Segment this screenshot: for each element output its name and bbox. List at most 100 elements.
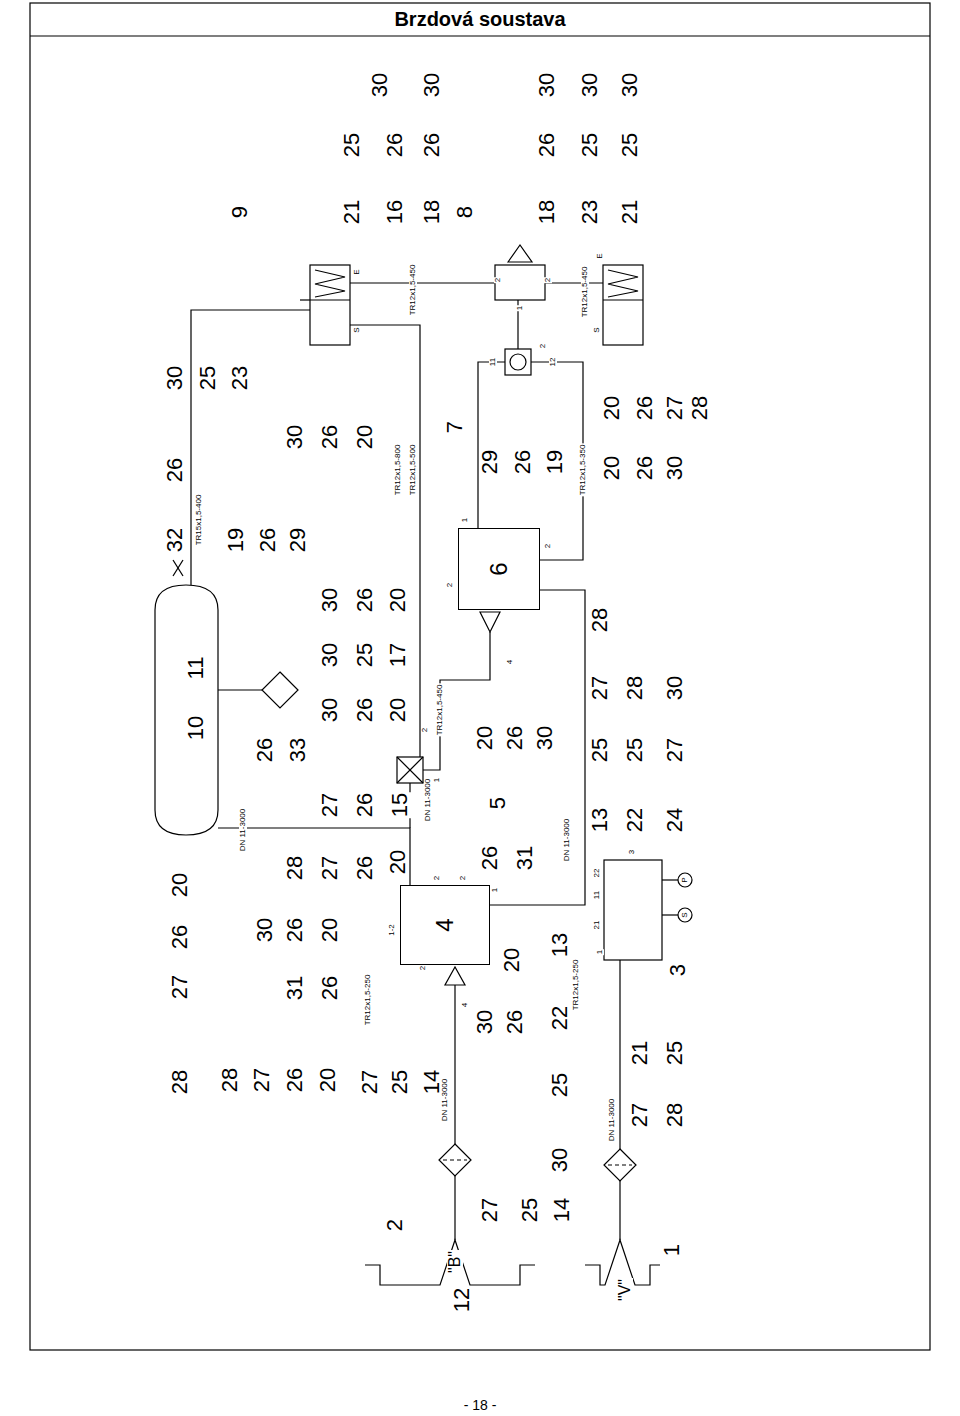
callout-number: 1 bbox=[661, 1243, 683, 1257]
callout-number: 27 bbox=[664, 737, 686, 763]
callout-number: 29 bbox=[479, 449, 501, 475]
filter-symbol bbox=[262, 672, 298, 708]
air-reservoir bbox=[155, 585, 218, 835]
pipe bbox=[478, 362, 505, 528]
callout-number: 25 bbox=[549, 1072, 571, 1098]
callout-number: 30 bbox=[664, 675, 686, 701]
pipe-annotation: S bbox=[593, 326, 601, 333]
pipe-annotation: 2 bbox=[539, 343, 547, 349]
callout-number: 20 bbox=[319, 917, 341, 943]
pipe-annotation: 2 bbox=[446, 582, 454, 588]
cylinder-divider bbox=[603, 299, 643, 300]
callout-number: 28 bbox=[169, 1069, 191, 1095]
callout-number: 20 bbox=[501, 947, 523, 973]
callout-number: 20 bbox=[169, 872, 191, 898]
pipe-annotation: TR12x1,5-350 bbox=[579, 444, 587, 497]
callout-number: 26 bbox=[421, 132, 443, 158]
pipe bbox=[662, 879, 678, 880]
pipe-annotation: E bbox=[596, 252, 604, 259]
callout-number: 12 bbox=[451, 1287, 473, 1313]
pipe bbox=[218, 689, 262, 690]
pipe-annotation: DN 11-3000 bbox=[424, 778, 432, 823]
callout-number: 21 bbox=[629, 1040, 651, 1066]
pipe-annotation: 3 bbox=[628, 849, 636, 855]
callout-number: 30 bbox=[319, 697, 341, 723]
callout-number: 8 bbox=[454, 205, 476, 219]
callout-number: 25 bbox=[664, 1040, 686, 1066]
pipe-annotation: TR12x1,5-250 bbox=[572, 959, 580, 1012]
callout-number: 18 bbox=[421, 199, 443, 225]
pipe-annotation: 1 bbox=[596, 949, 604, 955]
callout-number: 20 bbox=[601, 455, 623, 481]
callout-number: 28 bbox=[664, 1102, 686, 1128]
pipe-annotation: 2 bbox=[433, 875, 441, 881]
pipe-annotation: TR15x1,5-400 bbox=[195, 494, 203, 547]
filter-element bbox=[608, 1164, 632, 1165]
pipe-annotation: 2 bbox=[544, 543, 552, 549]
pipe-annotation: 2 bbox=[421, 727, 429, 733]
pipe-annotation: 11 bbox=[593, 890, 601, 900]
callout-number: 3 bbox=[667, 963, 689, 977]
component-number: 6 bbox=[487, 561, 511, 576]
pipe-annotation: 21 bbox=[593, 920, 601, 931]
callout-number: 19 bbox=[544, 449, 566, 475]
callout-number: 26 bbox=[284, 917, 306, 943]
cylinder-divider bbox=[310, 299, 350, 300]
pipe bbox=[454, 985, 455, 1144]
callout-number: "B" bbox=[447, 1250, 463, 1274]
callout-number: 25 bbox=[589, 737, 611, 763]
pipe-annotation: 1 bbox=[491, 887, 499, 893]
callout-number: 26 bbox=[384, 132, 406, 158]
pipe bbox=[662, 914, 678, 915]
pipe-annotation: TR12x1,5-450 bbox=[581, 266, 589, 319]
callout-number: 16 bbox=[384, 199, 406, 225]
callout-number: 26 bbox=[634, 395, 656, 421]
callout-number: 30 bbox=[534, 725, 556, 751]
pipe-annotation: S bbox=[681, 911, 689, 918]
callout-number: 25 bbox=[519, 1197, 541, 1223]
pipe-annotation: P bbox=[681, 876, 689, 883]
pipe-annotation: TR12x1,5-450 bbox=[436, 684, 444, 737]
callout-number: 27 bbox=[251, 1067, 273, 1093]
port-circle bbox=[678, 873, 692, 887]
callout-number: 20 bbox=[317, 1067, 339, 1093]
valve-box: 4 bbox=[400, 885, 490, 965]
callout-number: 27 bbox=[479, 1197, 501, 1223]
callout-number: 28 bbox=[689, 395, 711, 421]
callout-number: 27 bbox=[664, 395, 686, 421]
spring-brake-cylinder bbox=[603, 265, 643, 345]
callout-number: 9 bbox=[229, 205, 251, 219]
spring-symbol bbox=[608, 270, 638, 297]
callout-number: 27 bbox=[629, 1102, 651, 1128]
callout-number: 21 bbox=[341, 199, 363, 225]
callout-number: 5 bbox=[487, 796, 509, 810]
callout-number: 26 bbox=[354, 792, 376, 818]
callout-number: 26 bbox=[479, 845, 501, 871]
pipe-annotation: TR12x1,5-250 bbox=[364, 974, 372, 1027]
pipe-annotation: 22 bbox=[593, 868, 601, 879]
shuttle-valve-ball bbox=[510, 354, 526, 370]
callout-number: 30 bbox=[369, 72, 391, 98]
callout-number: 14 bbox=[551, 1197, 573, 1223]
valve-cross bbox=[173, 560, 183, 576]
callout-number: 30 bbox=[254, 917, 276, 943]
callout-number: 11 bbox=[185, 656, 207, 681]
valve-cross bbox=[173, 560, 183, 576]
callout-number: 30 bbox=[319, 587, 341, 613]
callout-number: 30 bbox=[536, 72, 558, 98]
valve-cross bbox=[397, 757, 423, 783]
callout-number: 14 bbox=[421, 1069, 443, 1095]
pipe-annotation: 2 bbox=[419, 965, 427, 971]
callout-number: 19 bbox=[225, 527, 247, 553]
callout-number: 20 bbox=[474, 725, 496, 751]
callout-number: 26 bbox=[284, 1067, 306, 1093]
callout-number: 20 bbox=[601, 395, 623, 421]
callout-number: 25 bbox=[354, 642, 376, 668]
callout-number: 25 bbox=[197, 365, 219, 391]
control-port-symbol bbox=[480, 612, 500, 632]
callout-number: 28 bbox=[624, 675, 646, 701]
callout-number: 21 bbox=[619, 199, 641, 225]
callout-number: 27 bbox=[319, 792, 341, 818]
line-filter bbox=[604, 1149, 636, 1181]
page-number: - 18 - bbox=[463, 1398, 498, 1412]
